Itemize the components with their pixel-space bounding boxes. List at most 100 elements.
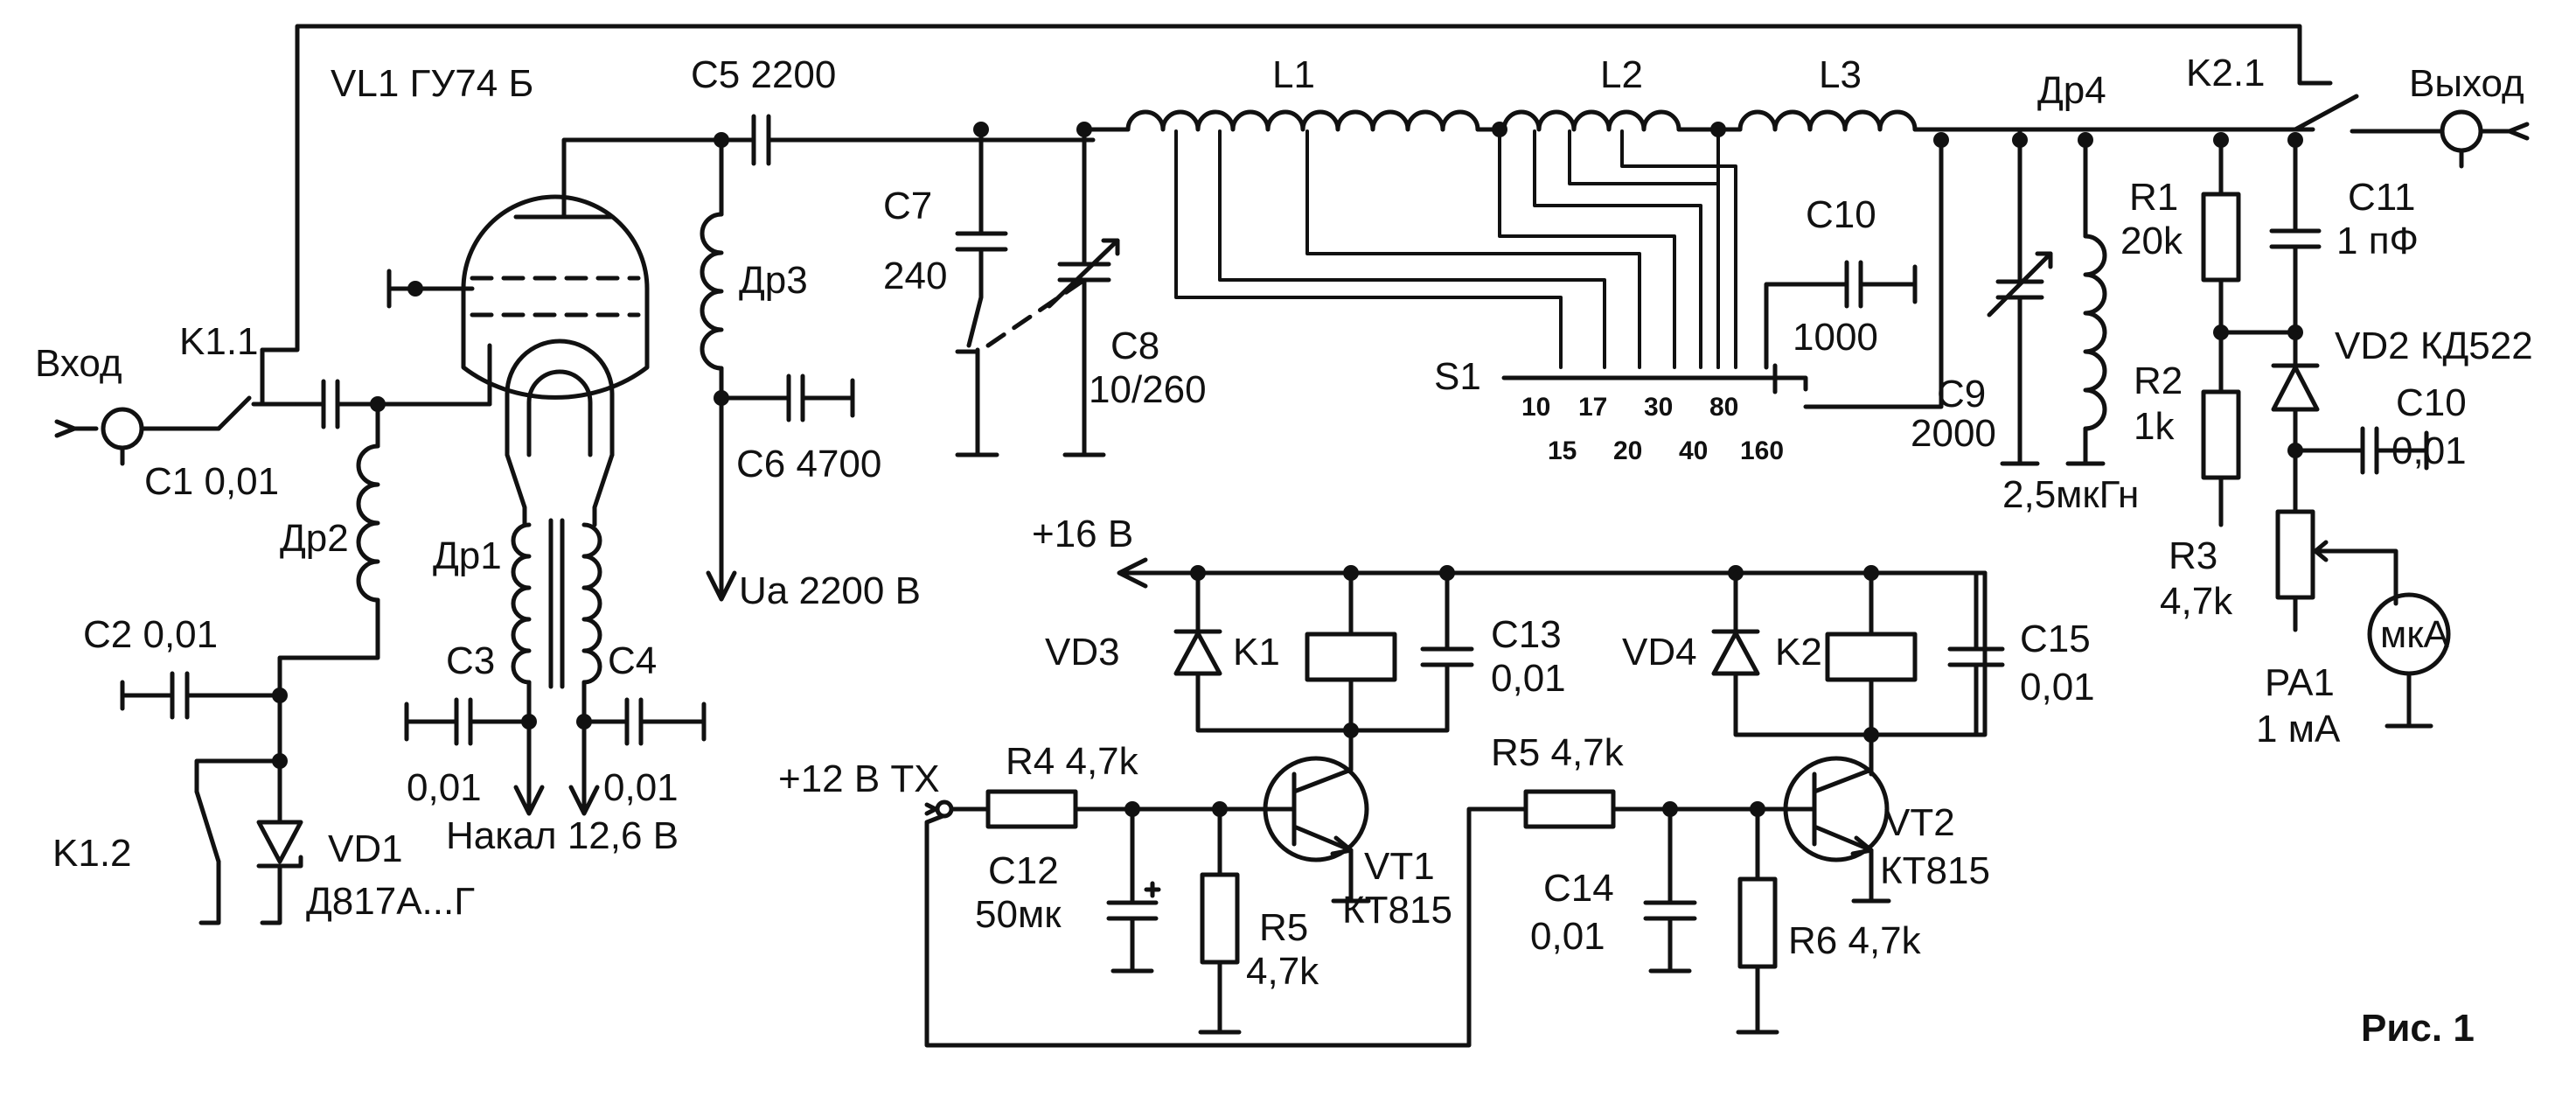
inductor-l2: [1501, 109, 1681, 132]
label-vyhod: Выход: [2409, 62, 2524, 105]
label-l1: L1: [1272, 53, 1315, 96]
label-r5a: R5 4,7k: [1491, 731, 1625, 774]
capacitor-c10-001: [2293, 426, 2429, 475]
label-c12: C12: [988, 849, 1059, 892]
labels: VL1 ГУ74 Б C5 2200 L1 L2 L3 Др4 K2.1 Вых…: [35, 52, 2533, 1050]
relay-k1: [1305, 570, 1397, 772]
input-connector: [54, 407, 221, 466]
label-c5: C5 2200: [691, 53, 836, 96]
capacitor-c6: [719, 373, 855, 422]
switch-k2-1: [2288, 94, 2416, 134]
meter-pa1: [2367, 592, 2451, 729]
choke-dr3: [700, 137, 737, 602]
choke-dr2: [277, 401, 380, 692]
label-r2: R2: [2134, 360, 2183, 402]
label-dr4v: 2,5мкГн: [2002, 473, 2139, 516]
label-c10b: C10: [2396, 381, 2467, 424]
label-c11: C11: [2348, 176, 2415, 219]
transistor-vt2: [1768, 756, 1891, 904]
label-c11v: 1 пФ: [2336, 220, 2419, 262]
label-r6: R6 4,7k: [1788, 919, 1922, 962]
choke-dr4: [2065, 132, 2107, 466]
label-r2v: 1k: [2134, 405, 2175, 448]
inductor-l3: [1737, 109, 1918, 132]
label-r5v: 4,7k: [1246, 950, 1319, 993]
output-connector: [2411, 109, 2530, 169]
label-c4: C4: [608, 639, 657, 682]
label-pa1: PA1: [2265, 661, 2335, 704]
capacitor-c7: [955, 122, 1087, 457]
capacitor-c8: [1047, 122, 1120, 457]
label-s1-160: 160: [1740, 436, 1784, 465]
label-s1-15: 15: [1548, 436, 1577, 465]
label-c10bv: 0,01: [2392, 429, 2467, 472]
label-c9: C9: [1937, 373, 1986, 415]
label-c2: C2 0,01: [83, 613, 218, 656]
label-l2: L2: [1600, 53, 1643, 96]
capacitor-c12: [1106, 806, 1161, 974]
label-s1-30: 30: [1644, 393, 1673, 422]
label-s1-20: 20: [1613, 436, 1642, 465]
label-c12v: 50мк: [975, 893, 1062, 936]
relay-k2: [1825, 570, 1918, 777]
diode-vd2: [2271, 330, 2320, 458]
label-vd2: VD2 КД522: [2335, 325, 2533, 367]
label-vl1: VL1 ГУ74 Б: [331, 62, 533, 105]
label-c3v: 0,01: [407, 766, 482, 809]
label-s1-10: 10: [1521, 393, 1550, 422]
label-pa1v: 1 мА: [2256, 708, 2341, 750]
label-c4v: 0,01: [603, 766, 679, 809]
label-c10av: 1000: [1793, 316, 1878, 359]
label-p12: +12 В ТХ: [778, 757, 940, 800]
label-c15v: 0,01: [2020, 666, 2095, 709]
label-c13v: 0,01: [1491, 657, 1566, 700]
label-k12: K1.2: [52, 832, 132, 875]
label-vd1: VD1: [328, 827, 403, 870]
bypass-line: [260, 24, 2333, 353]
label-s1-80: 80: [1709, 393, 1738, 422]
label-r3v: 4,7k: [2160, 580, 2233, 623]
label-s1-40: 40: [1679, 436, 1708, 465]
resistor-r6: [1736, 806, 1779, 1035]
label-c1: C1 0,01: [144, 460, 279, 503]
resistor-r2: [2201, 330, 2241, 527]
label-k21: K2.1: [2186, 52, 2266, 94]
capacitor-c4: [581, 697, 707, 746]
resistor-r5: [1198, 806, 1242, 1035]
label-dr1: Др1: [433, 534, 502, 577]
transistor-vt1: [1222, 756, 1371, 904]
label-vt1: VT1: [1364, 845, 1435, 888]
label-r1v: 20k: [2120, 220, 2183, 262]
label-c14v: 0,01: [1530, 915, 1605, 958]
label-k2: K2: [1775, 631, 1822, 674]
label-k11: K1.1: [179, 320, 259, 363]
capacitor-c15: [1947, 570, 2005, 737]
input-12v-tx: [924, 799, 1528, 1048]
label-vd1v: Д817А...Г: [306, 880, 475, 923]
label-c13: C13: [1491, 613, 1562, 656]
capacitor-c5: [751, 114, 1096, 166]
resistor-r4: [985, 789, 1228, 829]
label-mka: мкА: [2380, 613, 2450, 656]
label-c3: C3: [446, 639, 495, 682]
label-dr4: Др4: [2037, 69, 2106, 112]
label-vt2v: КТ815: [1880, 849, 1990, 892]
choke-dr1: [511, 518, 602, 816]
label-vd4: VD4: [1622, 631, 1697, 674]
capacitor-c11: [2269, 132, 2322, 340]
capacitor-c1: [295, 379, 492, 429]
label-r5: R5: [1259, 906, 1308, 949]
label-c10a: C10: [1806, 193, 1876, 236]
tube-vl1: [386, 137, 724, 527]
inductor-l1: [1082, 109, 1480, 132]
label-c6: C6 4700: [736, 443, 881, 485]
diode-vd4: [1711, 570, 1874, 737]
label-k1: K1: [1233, 631, 1280, 674]
capacitor-c14: [1643, 806, 1697, 974]
label-s1-17: 17: [1578, 393, 1607, 422]
figure-caption: Рис. 1: [2361, 1007, 2475, 1050]
diode-vd3: [1173, 570, 1354, 733]
label-l3: L3: [1819, 53, 1862, 96]
label-c8: C8: [1110, 325, 1159, 367]
